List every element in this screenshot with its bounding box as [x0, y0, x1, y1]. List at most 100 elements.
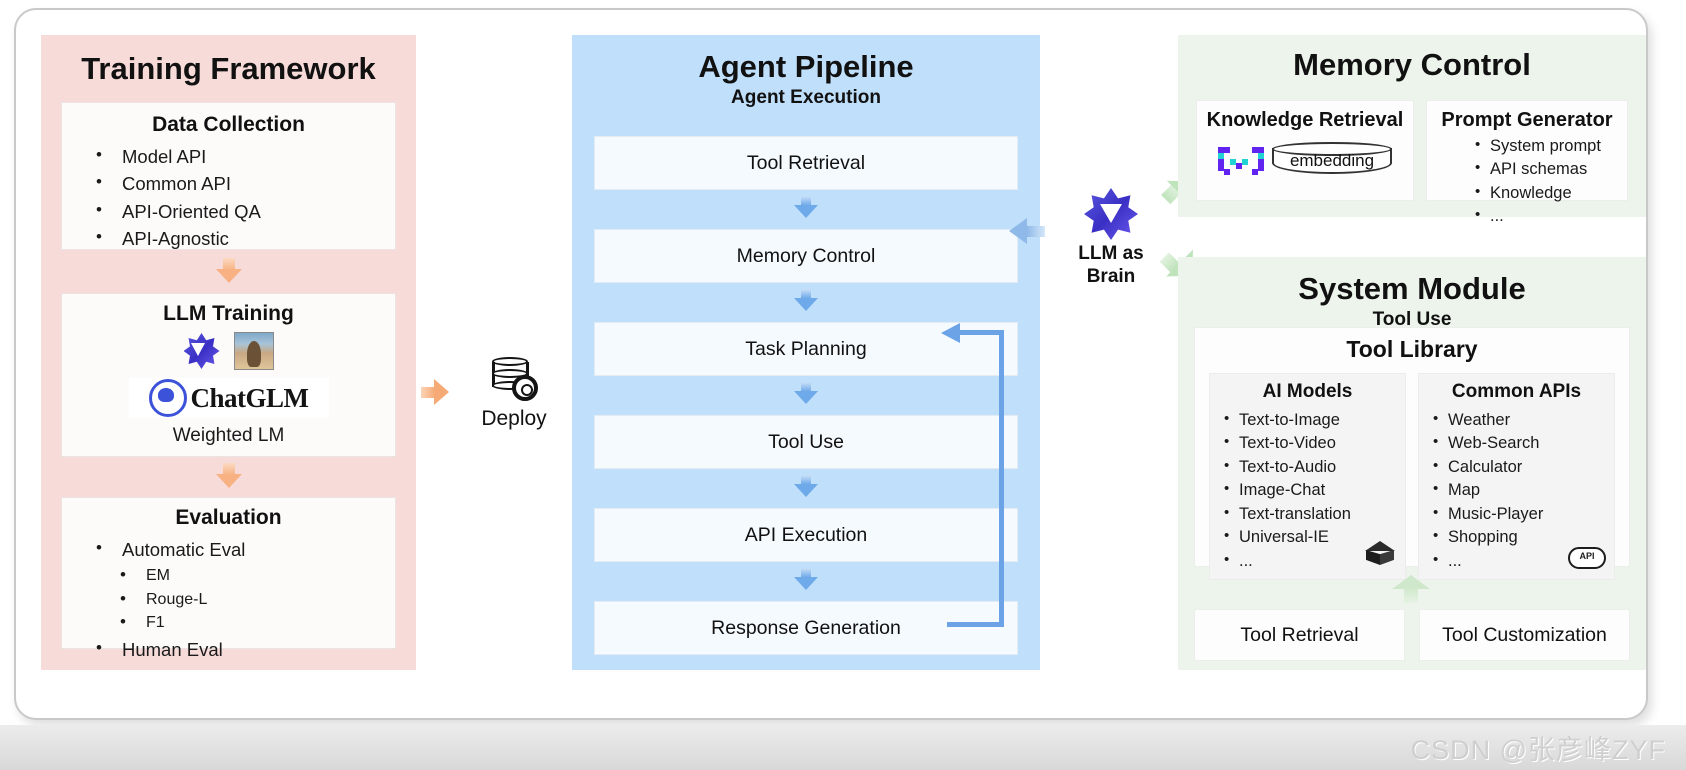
api-cloud-icon: API: [1568, 543, 1606, 573]
list-item: Text-to-Audio: [1224, 455, 1405, 479]
arrow-down-orange-icon: [216, 463, 242, 489]
deploy-label: Deploy: [481, 407, 547, 430]
llm-as-brain-line1: LLM as: [1078, 243, 1144, 264]
watermark-text: CSDN @张彦峰ZYF: [1410, 735, 1666, 765]
llm-logo-row: [62, 332, 395, 370]
box-ai-models: AI Models Text-to-Image Text-to-Video Te…: [1209, 373, 1406, 580]
list-item: ...: [1475, 204, 1627, 228]
evaluation-list: Automatic Eval: [62, 535, 395, 563]
list-item: Image-Chat: [1224, 478, 1405, 502]
list-item: Calculator: [1433, 455, 1614, 479]
embedding-label: embedding: [1289, 151, 1375, 170]
system-module-title: System Module: [1298, 271, 1526, 306]
list-item: API-Oriented QA: [96, 197, 395, 225]
list-item: EM: [120, 563, 395, 588]
card-data-collection: Data Collection Model API Common API API…: [61, 102, 396, 250]
list-item: Weather: [1433, 408, 1614, 432]
llm-training-title: LLM Training: [163, 302, 294, 325]
list-item: Human Eval: [96, 635, 395, 663]
card-tool-retrieval[interactable]: Tool Retrieval: [1194, 609, 1405, 661]
arrow-down-blue-icon: [794, 196, 818, 220]
chatglm-wordmark: ChatGLM: [190, 382, 310, 413]
memory-control-title: Memory Control: [1293, 47, 1531, 82]
pipeline-step-tool-retrieval[interactable]: Tool Retrieval: [594, 136, 1018, 190]
pipeline-step-tool-use[interactable]: Tool Use: [594, 415, 1018, 469]
list-item: System prompt: [1475, 134, 1627, 158]
knowledge-retrieval-title: Knowledge Retrieval: [1206, 109, 1404, 131]
card-tool-library: Tool Library AI Models Text-to-Image Tex…: [1194, 327, 1630, 580]
evaluation-title: Evaluation: [175, 506, 282, 529]
list-item: API schemas: [1475, 157, 1627, 181]
list-item: ...: [1224, 549, 1405, 573]
pipeline-step-response-generation[interactable]: Response Generation: [594, 601, 1018, 655]
cube-icon: [1365, 540, 1395, 571]
arrow-down-blue-icon: [794, 289, 818, 313]
card-llm-training: LLM Training ChatGLM Weighted LM: [61, 293, 396, 457]
box-common-apis: Common APIs Weather Web-Search Calculato…: [1418, 373, 1615, 580]
database-cylinder-icon: embedding: [1272, 142, 1392, 180]
agent-pipeline-subtitle: Agent Execution: [731, 87, 881, 108]
zhipu-logo-icon: [183, 333, 220, 369]
arrow-right-orange-icon: [421, 379, 451, 405]
arrow-down-blue-icon: [794, 568, 818, 592]
embedding-brackets-icon: [1218, 147, 1264, 175]
data-collection-title: Data Collection: [152, 113, 305, 136]
card-prompt-generator: Prompt Generator System prompt API schem…: [1426, 100, 1628, 226]
panel-system-module: System Module Tool Use Tool Library AI M…: [1178, 257, 1646, 670]
pipeline-step-memory-control[interactable]: Memory Control: [594, 229, 1018, 283]
panel-memory-control: Memory Control Knowledge Retrieval embed…: [1178, 35, 1646, 226]
list-item: Map: [1433, 478, 1614, 502]
training-framework-title: Training Framework: [81, 51, 376, 86]
arrow-down-blue-icon: [794, 382, 818, 406]
agent-pipeline-title: Agent Pipeline: [698, 49, 914, 84]
data-collection-list: Model API Common API API-Oriented QA API…: [62, 142, 395, 253]
list-item: Knowledge: [1475, 181, 1627, 205]
panel-agent-pipeline: Agent Pipeline Agent Execution Tool Retr…: [572, 35, 1040, 670]
list-item: Web-Search: [1433, 431, 1614, 455]
llama-image-icon: [233, 332, 274, 370]
tool-library-grid: AI Models Text-to-Image Text-to-Video Te…: [1195, 363, 1629, 580]
knowledge-retrieval-visual: embedding: [1197, 142, 1413, 180]
database-gear-icon: [488, 355, 540, 405]
ai-models-title: AI Models: [1262, 381, 1353, 402]
list-item: Shopping: [1433, 525, 1614, 549]
llm-as-brain-group: LLM as Brain: [1009, 168, 1207, 296]
list-item: API-Agnostic: [96, 224, 395, 252]
common-apis-title: Common APIs: [1451, 381, 1582, 402]
evaluation-sublist: EM Rouge-L F1: [62, 563, 395, 635]
card-tool-customization[interactable]: Tool Customization: [1419, 609, 1630, 661]
panel-training-framework: Training Framework Data Collection Model…: [41, 35, 416, 670]
zhipu-brain-logo-icon: [1084, 188, 1138, 240]
arrow-left-blue-icon: [1009, 218, 1045, 244]
pipeline-step-api-execution[interactable]: API Execution: [594, 508, 1018, 562]
chatglm-logo: ChatGLM: [128, 378, 329, 418]
card-evaluation: Evaluation Automatic Eval EM Rouge-L F1 …: [61, 497, 396, 660]
list-item: Text-translation: [1224, 502, 1405, 526]
weighted-lm-caption: Weighted LM: [172, 425, 285, 446]
list-item: Automatic Eval: [96, 535, 395, 563]
system-bottom-row: Tool Retrieval Tool Customization: [1194, 609, 1630, 661]
deploy-group: Deploy: [421, 355, 604, 440]
list-item: F1: [120, 610, 395, 635]
prompt-generator-title: Prompt Generator: [1441, 109, 1613, 131]
prompt-generator-list: System prompt API schemas Knowledge ...: [1427, 134, 1627, 229]
list-item: Rouge-L: [120, 587, 395, 612]
card-knowledge-retrieval: Knowledge Retrieval embedding: [1196, 100, 1414, 201]
list-item: Music-Player: [1433, 502, 1614, 526]
evaluation-list-2: Human Eval: [62, 635, 395, 663]
llm-as-brain-line2: Brain: [1086, 265, 1136, 287]
common-apis-list: Weather Web-Search Calculator Map Music-…: [1419, 408, 1614, 573]
chatglm-badge-icon: [148, 379, 187, 417]
list-item: Text-to-Image: [1224, 408, 1405, 432]
list-item: Model API: [96, 142, 395, 170]
list-item: Common API: [96, 169, 395, 197]
ai-models-list: Text-to-Image Text-to-Video Text-to-Audi…: [1210, 408, 1405, 573]
list-item: Universal-IE: [1224, 525, 1405, 549]
bottom-strip: [0, 725, 1686, 770]
arrow-down-blue-icon: [794, 475, 818, 499]
list-item: ...: [1433, 549, 1614, 573]
system-module-subtitle: Tool Use: [1372, 309, 1452, 330]
tool-library-title: Tool Library: [1346, 336, 1478, 362]
arrow-down-orange-icon: [216, 258, 242, 284]
